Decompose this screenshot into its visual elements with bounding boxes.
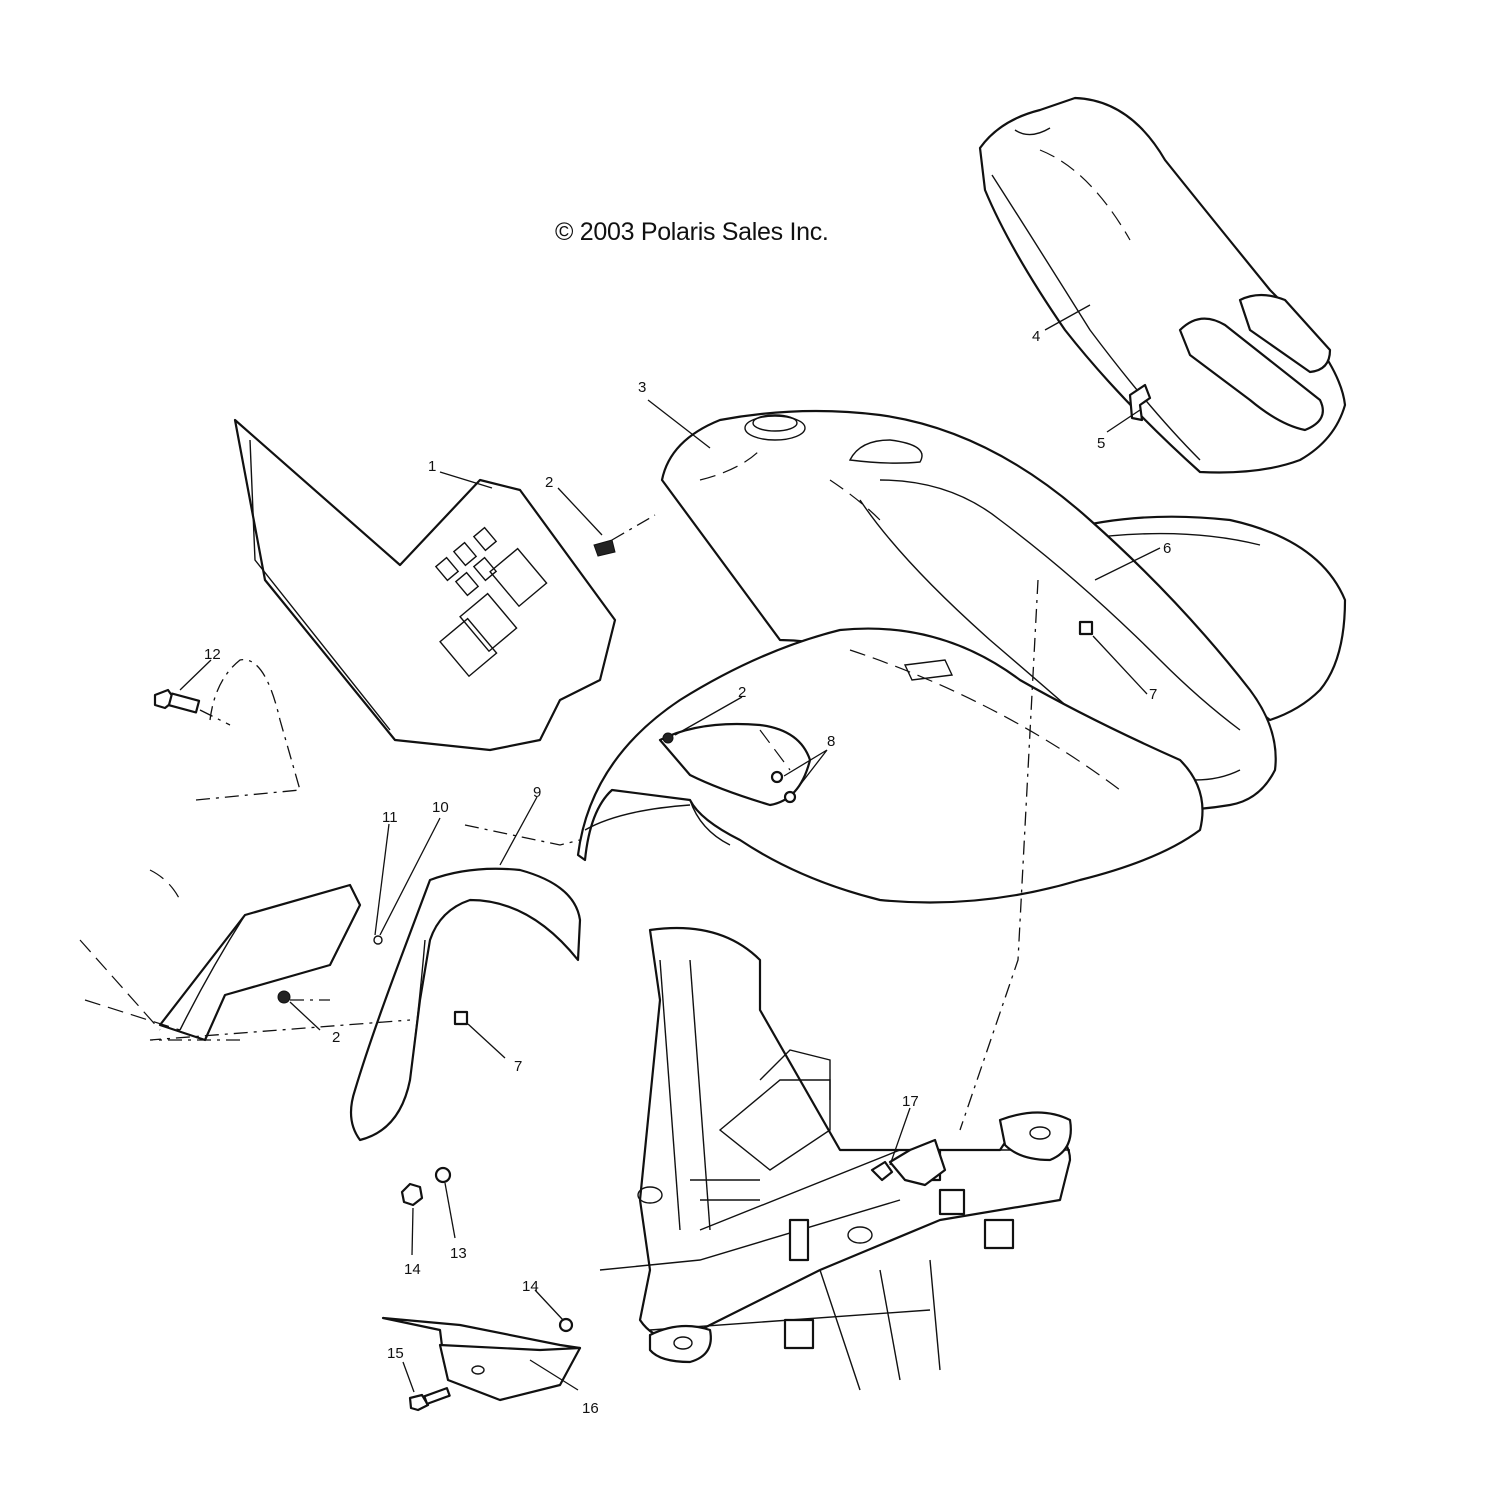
part-10-washer: [373, 935, 383, 945]
callout-16: 16: [582, 1400, 599, 1417]
part-7-nut-b: [453, 1010, 469, 1026]
callout-14b: 14: [522, 1278, 539, 1295]
part-9-fender-flare: [349, 867, 582, 1142]
callout-5: 5: [1097, 435, 1105, 452]
part-7-nut-a: [1078, 620, 1094, 636]
callout-8: 8: [827, 733, 835, 750]
front-fender-body: [576, 627, 1204, 904]
part-2-screw-b: [662, 732, 674, 744]
part-8-nuts: [770, 770, 797, 804]
callout-3: 3: [638, 379, 646, 396]
part-14-nut-b: [558, 1317, 574, 1333]
part-13-washer: [434, 1166, 452, 1184]
callout-14a: 14: [404, 1261, 421, 1278]
part-2-screw-c: [277, 990, 291, 1004]
callout-9: 9: [533, 784, 541, 801]
callout-4: 4: [1032, 328, 1040, 345]
part-4-rear-cover: [978, 96, 1347, 474]
footrest-panel: [158, 883, 362, 1042]
frame: [599, 926, 1072, 1391]
callout-2a: 2: [545, 474, 553, 491]
part-12-bolt: [153, 688, 201, 714]
part-15-bolt: [408, 1387, 451, 1412]
copyright-notice: © 2003 Polaris Sales Inc.: [555, 218, 829, 246]
callout-7b: 7: [514, 1058, 522, 1075]
callout-10: 10: [432, 799, 449, 816]
callout-2c: 2: [332, 1029, 340, 1046]
part-3-fuel-tank: [660, 409, 1277, 812]
callout-11: 11: [382, 809, 398, 826]
part-2-screw-a: [593, 539, 616, 557]
callout-7a: 7: [1149, 686, 1157, 703]
part-5-clip: [1128, 383, 1152, 422]
part-14-nut-a: [400, 1182, 424, 1207]
leader-lines: [179, 304, 1161, 1393]
callout-12: 12: [204, 646, 221, 663]
part-16-skid-plate: [381, 1316, 582, 1402]
callout-17: 17: [902, 1093, 919, 1110]
callout-1: 1: [428, 458, 436, 475]
callout-labels: 1 2 2 2 3 4 5 6 7 7 8 9 10 11 12 13 14 1…: [204, 328, 1171, 1417]
assembly-lines: [79, 514, 1039, 1131]
callout-6: 6: [1163, 540, 1171, 557]
part-17-bolt: [870, 1138, 947, 1187]
callout-2b: 2: [738, 684, 746, 701]
callout-13: 13: [450, 1245, 467, 1262]
callout-15: 15: [387, 1345, 404, 1362]
part-1-side-panel: [233, 418, 617, 752]
